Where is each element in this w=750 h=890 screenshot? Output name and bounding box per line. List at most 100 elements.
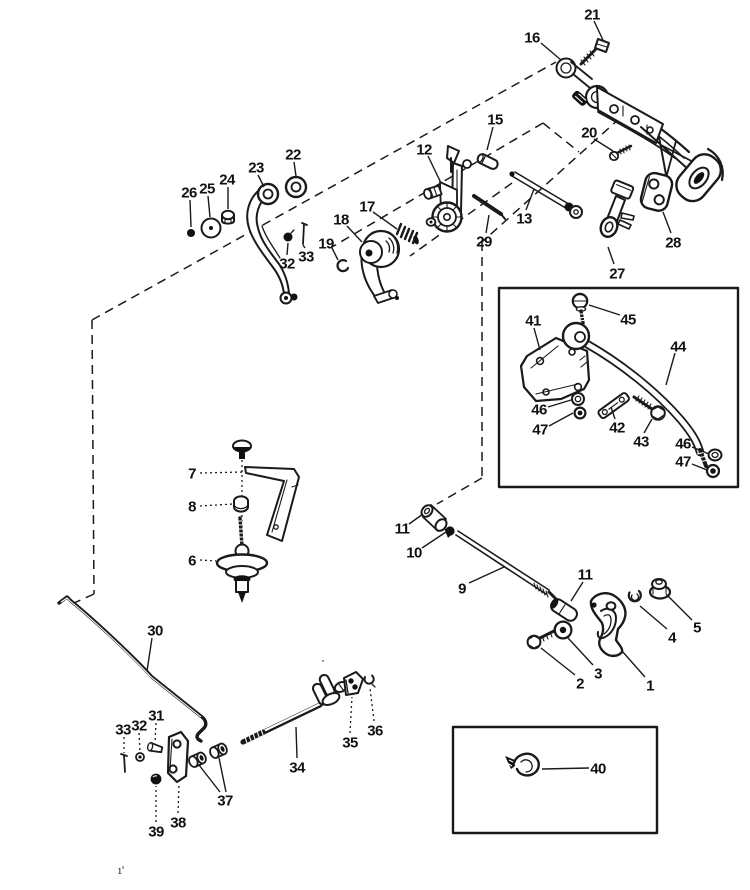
part-23-lever-arm-cluster (187, 175, 308, 305)
leader-line-45 (588, 304, 621, 316)
stray-mark: ı' (118, 864, 125, 877)
part-35-end-cap (343, 671, 364, 696)
part-8-nut (233, 495, 249, 513)
leader-line-32 (286, 242, 289, 256)
leader-line-18 (346, 225, 363, 243)
part-46-washer-right (707, 448, 723, 462)
part-45-bolt (571, 292, 589, 325)
callout-47: 47 (675, 453, 691, 470)
part-3-washer (553, 620, 573, 640)
inset-box-lower (451, 725, 659, 835)
leader-line-44 (665, 352, 676, 386)
leader-line-1 (621, 650, 646, 678)
leader-line-7 (199, 471, 245, 474)
callout-44: 44 (670, 338, 687, 355)
callout-6: 6 (188, 552, 196, 569)
callout-16: 16 (524, 29, 540, 46)
leader-line-37 (218, 757, 227, 793)
leader-line-46 (547, 399, 572, 408)
leader-line-2 (540, 647, 576, 676)
part-7-8-6-stack (215, 439, 300, 603)
part-37-bushings (188, 742, 228, 768)
leader-line-15 (486, 126, 494, 151)
part-16-mount-bracket (555, 57, 724, 203)
callout-39: 39 (148, 823, 164, 840)
leader-line-9 (468, 566, 505, 584)
part-33-pin-upper (301, 222, 308, 245)
leader-line-11 (570, 581, 584, 602)
inset-box-upper-border (497, 286, 740, 489)
leader-line-16 (540, 42, 562, 61)
leader-line-20 (593, 138, 614, 152)
part-1-throttle-cam (589, 592, 627, 658)
speck (322, 660, 324, 662)
leader-line-11 (408, 513, 424, 525)
leader-line-12 (427, 155, 442, 184)
part-11-clevis (420, 504, 453, 538)
part-23-lever-arm (246, 182, 298, 305)
part-33-pin-lower (120, 753, 128, 773)
leader-line-25 (207, 195, 211, 218)
part-43-bolt (632, 395, 666, 421)
callout-30: 30 (147, 622, 163, 639)
leader-line-26 (189, 199, 192, 228)
callout-46: 46 (675, 435, 691, 452)
callout-9: 9 (458, 580, 466, 597)
callout-20: 20 (581, 124, 597, 141)
leader-line-8 (199, 503, 234, 507)
callout-29: 29 (476, 233, 492, 250)
part-20-screw (608, 144, 633, 162)
callout-45: 45 (620, 311, 636, 328)
callout-42: 42 (609, 419, 625, 436)
part-19-clip (336, 259, 350, 273)
part-1-cam-group (526, 578, 672, 658)
construction-lines (73, 61, 621, 604)
callout-36: 36 (367, 722, 383, 739)
callout-23: 23 (248, 159, 264, 176)
part-32-nut-upper (283, 229, 295, 242)
part-26-nut (187, 229, 195, 237)
part-39-ball-nut (150, 773, 162, 785)
callout-22: 22 (285, 146, 301, 163)
callout-27: 27 (609, 265, 625, 282)
callout-28: 28 (665, 234, 681, 251)
part-22-washer (284, 175, 308, 199)
part-25-washer (200, 217, 222, 239)
leader-line-27 (607, 246, 615, 265)
callout-12: 12 (416, 141, 432, 158)
callout-47: 47 (532, 421, 548, 438)
part-40-spring-clip (505, 752, 540, 777)
part-41-bracket-plate (519, 336, 591, 403)
part-12-bracket-assembly (423, 145, 472, 233)
callout-32: 32 (131, 717, 147, 734)
leader-line-10 (421, 531, 447, 549)
leader-line-34 (295, 726, 298, 759)
leader-line-23 (257, 174, 265, 188)
callout-35: 35 (342, 734, 358, 751)
leader-line-13 (525, 188, 535, 211)
part-38-anchor-bracket (166, 730, 190, 784)
leader-line-47 (548, 412, 574, 427)
part-38-bracket-group (120, 730, 228, 785)
callout-5: 5 (693, 619, 701, 636)
callout-25: 25 (199, 180, 215, 197)
leader-line-33 (302, 244, 306, 249)
callout-1: 1 (646, 677, 654, 694)
leader-line-43 (643, 418, 653, 434)
callout-43: 43 (633, 433, 649, 450)
part-47-nut-right (705, 463, 721, 479)
part-30-bent-rod (57, 595, 208, 743)
callout-37: 37 (217, 792, 233, 809)
leader-line-47 (691, 463, 708, 471)
callout-18: 18 (333, 211, 349, 228)
leader-line-41 (533, 327, 541, 351)
part-29-pin (472, 194, 506, 220)
part-42-link-strip (597, 392, 630, 420)
part-6-grommet-stud (215, 516, 269, 603)
part-24-flanged-nut (221, 209, 235, 225)
callout-40: 40 (590, 760, 606, 777)
leader-line-6 (199, 559, 217, 562)
